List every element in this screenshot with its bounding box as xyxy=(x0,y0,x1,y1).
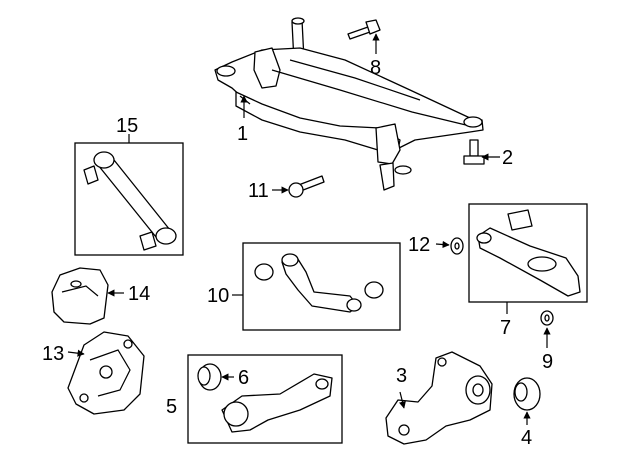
part-5-box xyxy=(187,354,343,444)
callout-1: 1 xyxy=(237,123,248,145)
callout-2: 2 xyxy=(502,147,513,169)
callout-7: 7 xyxy=(500,317,511,339)
callout-15: 15 xyxy=(116,115,138,137)
subframe-part[interactable] xyxy=(214,17,484,191)
callout-6: 6 xyxy=(238,367,249,389)
trailing-arm-part[interactable] xyxy=(221,373,333,433)
callout-5: 5 xyxy=(166,396,177,418)
part-7-box xyxy=(468,203,588,303)
callout-10: 10 xyxy=(207,285,229,307)
callout-8: 8 xyxy=(370,57,381,79)
washer-9-part[interactable] xyxy=(540,310,554,326)
callout-11: 11 xyxy=(248,180,269,202)
callout-3: 3 xyxy=(396,365,407,387)
upper-link-arm-part[interactable] xyxy=(83,151,177,251)
cover-14-part[interactable] xyxy=(51,267,109,325)
washer-12-part[interactable] xyxy=(450,237,464,255)
knuckle-3-part[interactable] xyxy=(385,351,493,445)
lower-control-arm-part[interactable] xyxy=(476,209,581,297)
bolt-8-part[interactable] xyxy=(347,19,381,40)
leader-lines xyxy=(67,33,551,425)
bushing-6-part[interactable] xyxy=(197,363,222,391)
bushing-4-part[interactable] xyxy=(513,377,541,411)
callout-12: 12 xyxy=(408,234,430,256)
bracket-13-part[interactable] xyxy=(67,331,145,415)
callout-14: 14 xyxy=(128,283,150,305)
bolt-11-part[interactable] xyxy=(288,175,325,198)
upper-control-arm-part[interactable] xyxy=(254,253,384,313)
callout-4: 4 xyxy=(521,427,532,449)
part-10-box xyxy=(242,242,401,331)
callout-9: 9 xyxy=(542,351,553,373)
callout-13: 13 xyxy=(42,343,64,365)
bolt-2-part[interactable] xyxy=(463,139,485,165)
